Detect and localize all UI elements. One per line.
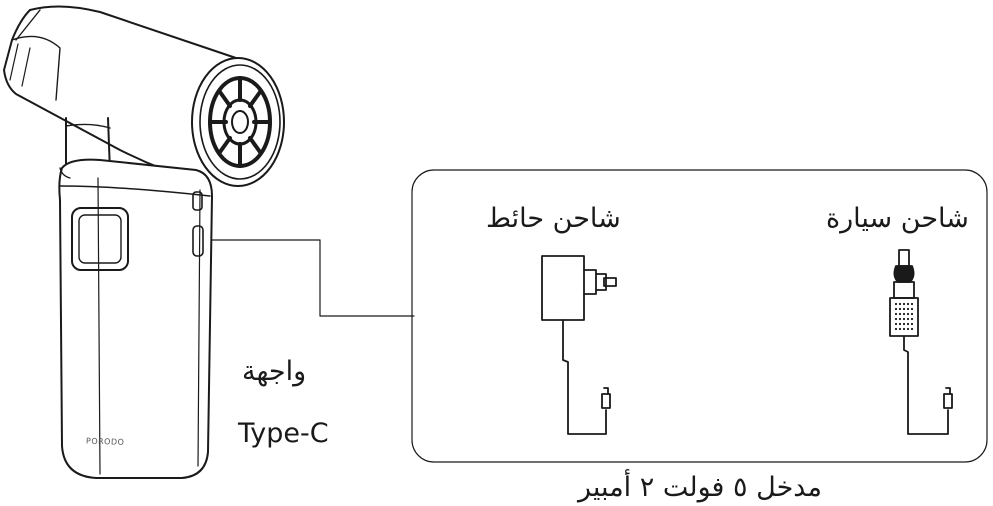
type-c-port-label-latin: Type-C [238,418,329,449]
type-c-port-label-arabic: واجهة [242,356,307,387]
type-c-port [192,225,204,257]
brand-logo: PORODO [86,437,125,447]
power-button [71,207,129,271]
wall-charger-icon [541,255,617,435]
fan-body: PORODO [58,158,213,479]
connector-leader-line [211,239,415,317]
side-button [192,191,203,211]
handheld-fan-illustration: PORODO [3,5,285,479]
car-charger-label: شاحن سيارة [826,203,969,234]
fan-head [3,5,285,187]
input-spec-label: مدخل ٥ فولت ٢ أمبير [578,472,822,503]
charger-panel [411,169,988,463]
car-charger-icon [889,249,953,435]
wall-charger-label: شاحن حائط [486,203,621,234]
